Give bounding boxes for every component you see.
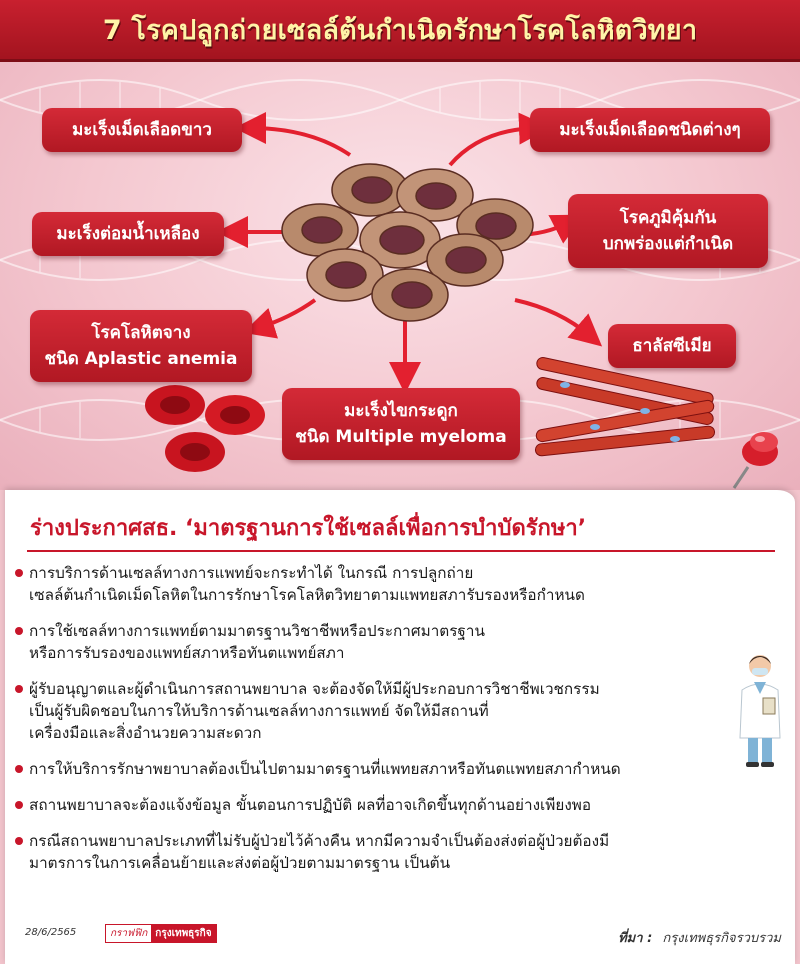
bullet-line: สถานพยาบาลจะต้องแจ้งข้อมูล ขั้นตอนการปฏิ…: [29, 796, 592, 814]
arrow-to-white-blood-cancer: [234, 112, 352, 157]
source-text: กรุงเทพธุรกิจรวบรวม: [662, 931, 781, 946]
disease-label: โรคโลหิตจาง: [91, 322, 191, 343]
disease-label: มะเร็งเม็ดเลือดชนิดต่างๆ: [559, 119, 741, 140]
page-title: 7 โรคปลูกถ่ายเซลล์ต้นกำเนิดรักษาโรคโลหิต…: [102, 15, 698, 46]
graphic-credit: กราฟฟิก กรุงเทพธุรกิจ: [105, 924, 217, 943]
standards-list: การบริการด้านเซลล์ทางการแพทย์จะกระทำได้ …: [15, 562, 785, 888]
list-item: ผู้รับอนุญาตและผู้ดำเนินการสถานพยาบาล จะ…: [15, 678, 785, 744]
doctor-icon: [739, 655, 781, 767]
bullet-line: หรือการรับรองของแพทย์สภาหรือทันตแพทย์สภา: [29, 644, 345, 662]
disease-label: ชนิด Aplastic anemia: [44, 349, 238, 369]
pushpin-icon: [732, 432, 778, 489]
list-item: การใช้เซลล์ทางการแพทย์ตามมาตรฐานวิชาชีพห…: [15, 620, 785, 664]
publish-date: 28/6/2565: [25, 927, 77, 938]
disease-label: มะเร็งเม็ดเลือดขาว: [72, 119, 212, 140]
disease-aplastic-anemia: โรคโลหิตจาง ชนิด Aplastic anemia: [30, 310, 252, 382]
list-item: การบริการด้านเซลล์ทางการแพทย์จะกระทำได้ …: [15, 562, 785, 606]
disease-white-blood-cancer: มะเร็งเม็ดเลือดขาว: [42, 108, 242, 152]
disease-label: ชนิด Multiple myeloma: [295, 427, 507, 447]
credit-graphic-label: กราฟฟิก: [106, 925, 152, 942]
bullet-line: ผู้รับอนุญาตและผู้ดำเนินการสถานพยาบาล จะ…: [29, 680, 600, 698]
cell-cluster-icon: [281, 163, 534, 322]
disease-lymphoma: มะเร็งต่อมน้ำเหลือง: [32, 212, 224, 256]
list-item: สถานพยาบาลจะต้องแจ้งข้อมูล ขั้นตอนการปฏิ…: [15, 794, 785, 816]
disease-thalassemia: ธาลัสซีเมีย: [608, 324, 736, 368]
credit-brand-label: กรุงเทพธุรกิจ: [151, 925, 216, 942]
disease-label: มะเร็งไขกระดูก: [344, 400, 458, 421]
arrows-layer: [216, 112, 603, 394]
arrow-to-other-blood-cancer: [448, 112, 551, 167]
bullet-line: กรณีสถานพยาบาลประเภทที่ไม่รับผู้ป่วยไว้ค…: [29, 832, 610, 850]
standards-paper: ร่างประกาศสธ. ‘มาตรฐานการใช้เซลล์เพื่อกา…: [5, 490, 795, 964]
disease-label: บกพร่องแต่กำเนิด: [602, 234, 734, 254]
paper-title: ร่างประกาศสธ. ‘มาตรฐานการใช้เซลล์เพื่อกา…: [30, 516, 587, 541]
arrow-to-thalassemia: [514, 298, 603, 347]
disease-label: มะเร็งต่อมน้ำเหลือง: [56, 223, 200, 244]
list-item: กรณีสถานพยาบาลประเภทที่ไม่รับผู้ป่วยไว้ค…: [15, 830, 785, 874]
disease-label: โรคภูมิคุ้มกัน: [619, 207, 717, 228]
muscle-fiber-icon: [534, 357, 716, 457]
bullet-line: การบริการด้านเซลล์ทางการแพทย์จะกระทำได้ …: [29, 564, 474, 582]
disease-multiple-myeloma: มะเร็งไขกระดูก ชนิด Multiple myeloma: [282, 388, 520, 460]
disease-other-blood-cancer: มะเร็งเม็ดเลือดชนิดต่างๆ: [530, 108, 770, 152]
infographic-top: มะเร็งเม็ดเลือดขาว มะเร็งเม็ดเลือดชนิดต่…: [0, 0, 800, 490]
arrow-to-aplastic-anemia: [242, 298, 317, 339]
source-note: ที่มา : กรุงเทพธุรกิจรวบรวม: [618, 927, 781, 948]
disease-immunodeficiency: โรคภูมิคุ้มกัน บกพร่องแต่กำเนิด: [568, 194, 768, 268]
bullet-line: เซลล์ต้นกำเนิดเม็ดโลหิตในการรักษาโรคโลหิ…: [29, 586, 585, 604]
bullet-line: เครื่องมือและสิ่งอำนวยความสะดวก: [29, 724, 262, 742]
list-item: การให้บริการรักษาพยาบาลต้องเป็นไปตามมาตร…: [15, 758, 785, 780]
bullet-line: การใช้เซลล์ทางการแพทย์ตามมาตรฐานวิชาชีพห…: [29, 622, 485, 640]
red-blood-cell-icon: [145, 385, 265, 472]
source-label: ที่มา :: [618, 931, 653, 946]
bullet-line: มาตรการในการเคลื่อนย้ายและส่งต่อผู้ป่วยต…: [29, 854, 451, 872]
disease-label: ธาลัสซีเมีย: [632, 335, 712, 356]
bullet-line: การให้บริการรักษาพยาบาลต้องเป็นไปตามมาตร…: [29, 760, 621, 778]
header-banner: 7 โรคปลูกถ่ายเซลล์ต้นกำเนิดรักษาโรคโลหิต…: [0, 0, 800, 62]
title-divider: [27, 550, 775, 552]
bullet-line: เป็นผู้รับผิดชอบในการให้บริการด้านเซลล์ท…: [29, 702, 489, 720]
